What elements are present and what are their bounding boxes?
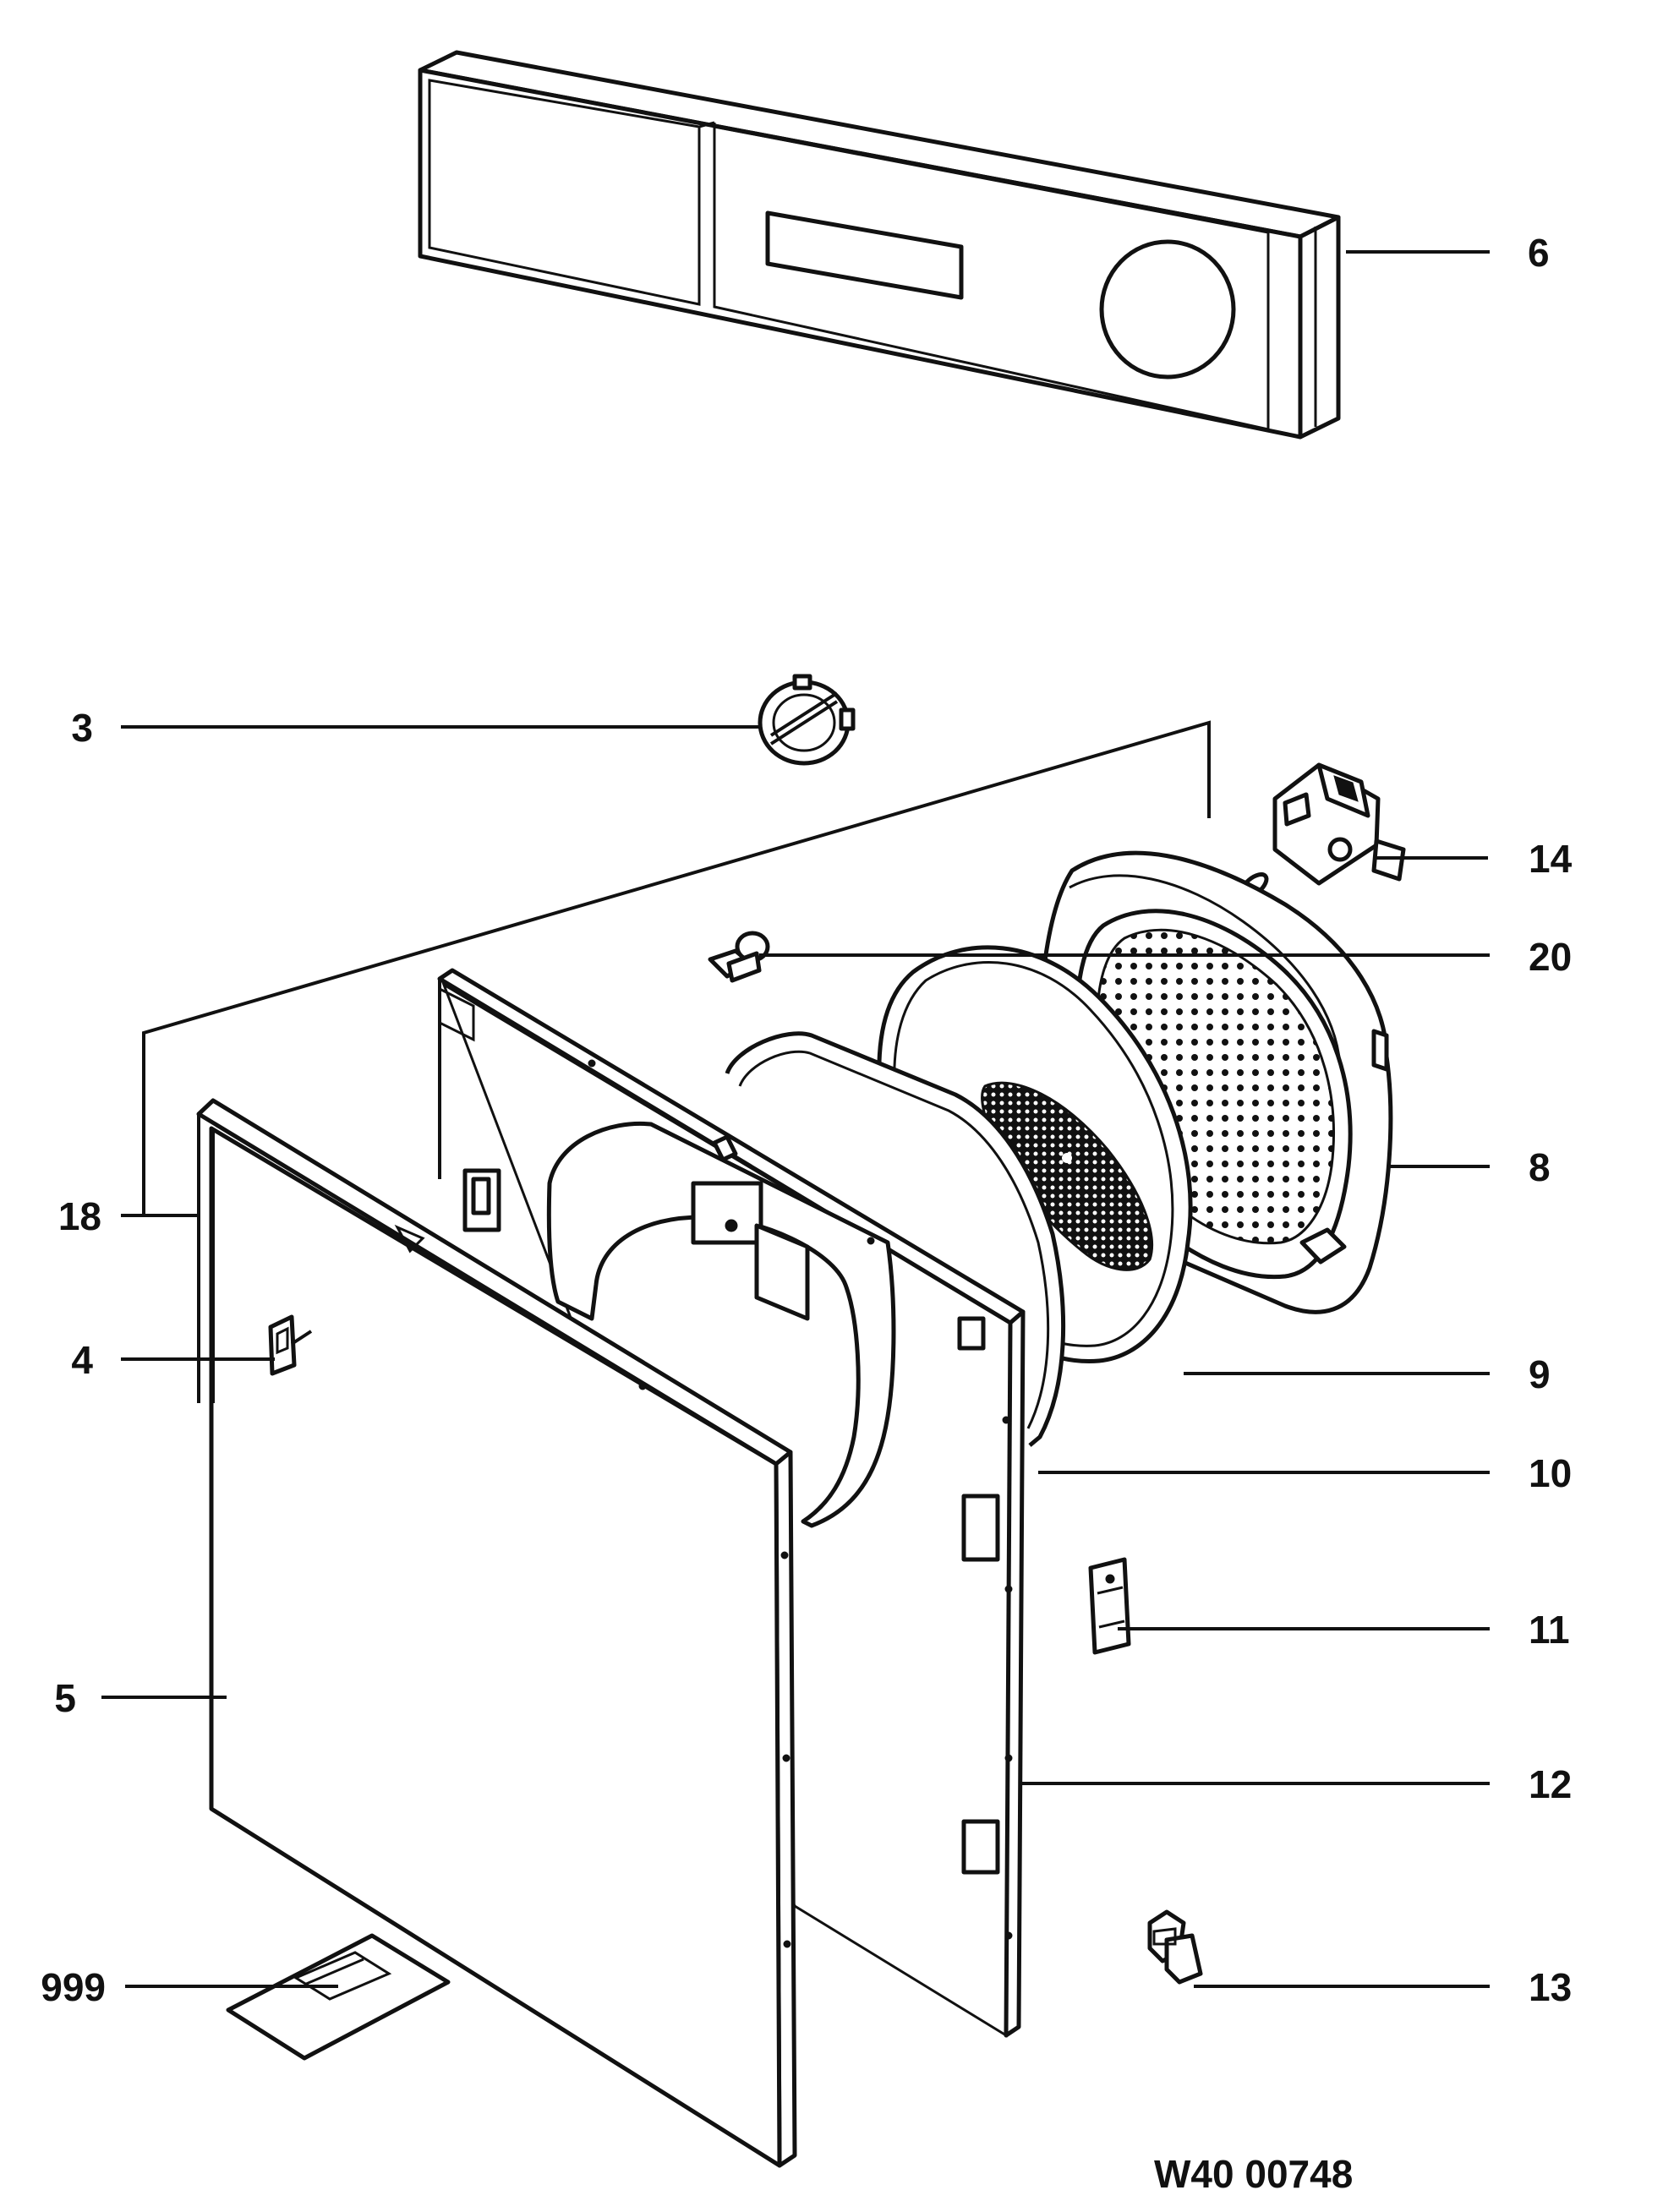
callout-label-20: 20 (1529, 935, 1572, 979)
callout-label-4: 4 (71, 1338, 93, 1382)
callout-label-12: 12 (1529, 1762, 1572, 1806)
callout-labels: 6 3 14 20 8 18 4 9 10 11 5 12 999 13 (41, 231, 1572, 2009)
callout-label-9: 9 (1529, 1352, 1551, 1396)
part-5-front-panel (196, 1098, 797, 2168)
part-11-plate (1088, 1557, 1131, 1655)
callout-label-11: 11 (1529, 1608, 1570, 1652)
callout-label-14: 14 (1529, 837, 1573, 881)
callout-label-3: 3 (71, 706, 93, 750)
part-999-label-sheet (226, 1933, 451, 2061)
part-3-clip (758, 674, 856, 766)
callout-label-6: 6 (1528, 231, 1550, 275)
callout-label-5: 5 (54, 1676, 76, 1720)
part-6-control-panel (418, 50, 1341, 440)
leader-lines (101, 250, 1490, 1988)
part-13-clip (1147, 1909, 1203, 1985)
callout-label-8: 8 (1529, 1145, 1551, 1189)
callout-label-13: 13 (1529, 1965, 1572, 2009)
part-14-hinge-bracket (1272, 762, 1406, 886)
drawing-code: W40 00748 (1154, 2152, 1353, 2196)
callout-label-18: 18 (58, 1194, 101, 1238)
part-12-inner-frame (437, 968, 1026, 2038)
callout-label-10: 10 (1529, 1451, 1572, 1495)
part-20-latch (708, 931, 770, 983)
callout-label-999: 999 (41, 1965, 106, 2009)
